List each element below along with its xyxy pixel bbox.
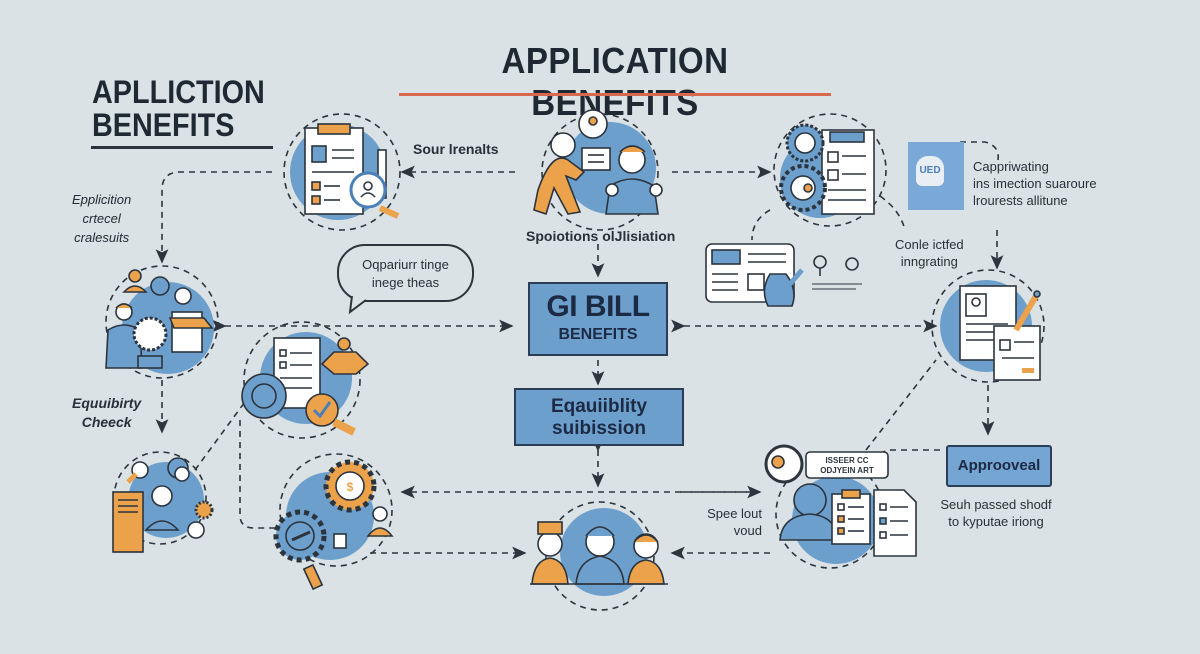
label-top-right-2: ins imection suaroure — [973, 176, 1097, 191]
callout-line1: ISSEER CC — [825, 456, 868, 465]
label-top-right-3: lrourests allitune — [973, 193, 1068, 208]
clipboard-magnifier-icon — [283, 113, 401, 231]
people-group-icon — [530, 501, 668, 611]
label-right-mid: Conle ictfed inngrating — [895, 236, 964, 270]
label-left-top: Epplicition crtecel cralesuits — [72, 190, 131, 247]
ued-label: UED — [916, 156, 944, 186]
ued-badge-icon: UED — [908, 142, 964, 210]
corner-title: APLLICTION BENEFITS — [92, 76, 265, 142]
approval-box[interactable]: Approoveal — [946, 445, 1052, 487]
form-pencil-icon — [705, 243, 862, 307]
eligibility-submission-box[interactable]: Eqauiiblity suibission — [514, 388, 684, 446]
approval-note-1: Seuh passed shodf — [940, 497, 1052, 512]
eligibility-line2: suibission — [552, 418, 646, 439]
label-bottom-mid: Spee lout voud — [697, 505, 762, 539]
resume-pencil-icon — [931, 269, 1045, 383]
callout-line2: ODJYEIN ART — [820, 466, 874, 475]
approval-note: Seuh passed shodf to kyputae iriong — [926, 496, 1066, 530]
label-left-mid: Equuibirty Cheeck — [72, 394, 141, 432]
label-left-mid-1: Equuibirty — [72, 395, 142, 411]
title-underline — [399, 93, 831, 96]
corner-title-underline — [91, 146, 273, 149]
label-bottom-mid-1: Spee lout — [707, 506, 762, 521]
checklist-verify-icon — [241, 321, 370, 439]
advisor-documents-icon: ISSEER CC ODJYEIN ART — [764, 444, 917, 569]
tools-person-icon — [112, 451, 214, 553]
gears-checklist-icon — [773, 113, 887, 227]
svg-text:$: $ — [347, 480, 354, 494]
label-top-left-arrow: Sour lrenalts — [413, 141, 499, 157]
dollar-gear-icon: $ — [273, 453, 394, 591]
label-right-mid-1: Conle ictfed — [895, 237, 964, 252]
speech-bubble: Oqpariurr tinge inege theas — [337, 244, 474, 302]
label-top-center: Spoiotions olJlisiation — [526, 228, 676, 244]
corner-title-line2: BENEFITS — [92, 107, 235, 143]
corner-title-line1: APLLICTION — [92, 74, 265, 110]
label-left-top-1: Epplicition — [72, 192, 132, 207]
gi-bill-title: GI BILL — [546, 290, 650, 323]
label-bottom-mid-2: voud — [733, 523, 762, 538]
label-right-mid-2: inngrating — [900, 254, 958, 269]
label-left-top-2: crtecel — [82, 211, 121, 226]
eligibility-line1: Eqauiiblity — [550, 396, 648, 417]
team-gear-icon — [105, 265, 219, 379]
bubble-line2: inege theas — [371, 275, 440, 290]
label-top-right: Cappriwating ins imection suaroure lrour… — [973, 158, 1097, 209]
bubble-line1: Oqpariurr tinge — [362, 257, 449, 272]
label-left-top-3: cralesuits — [74, 230, 130, 245]
label-top-right-1: Cappriwating — [973, 159, 1049, 174]
label-left-mid-2: Cheeck — [81, 414, 132, 430]
approval-note-2: to kyputae iriong — [948, 514, 1044, 529]
person-running-document-icon — [533, 109, 663, 231]
gi-bill-subtitle: BENEFITS — [558, 326, 638, 343]
gi-bill-benefits-box[interactable]: GI BILL BENEFITS — [528, 282, 668, 356]
